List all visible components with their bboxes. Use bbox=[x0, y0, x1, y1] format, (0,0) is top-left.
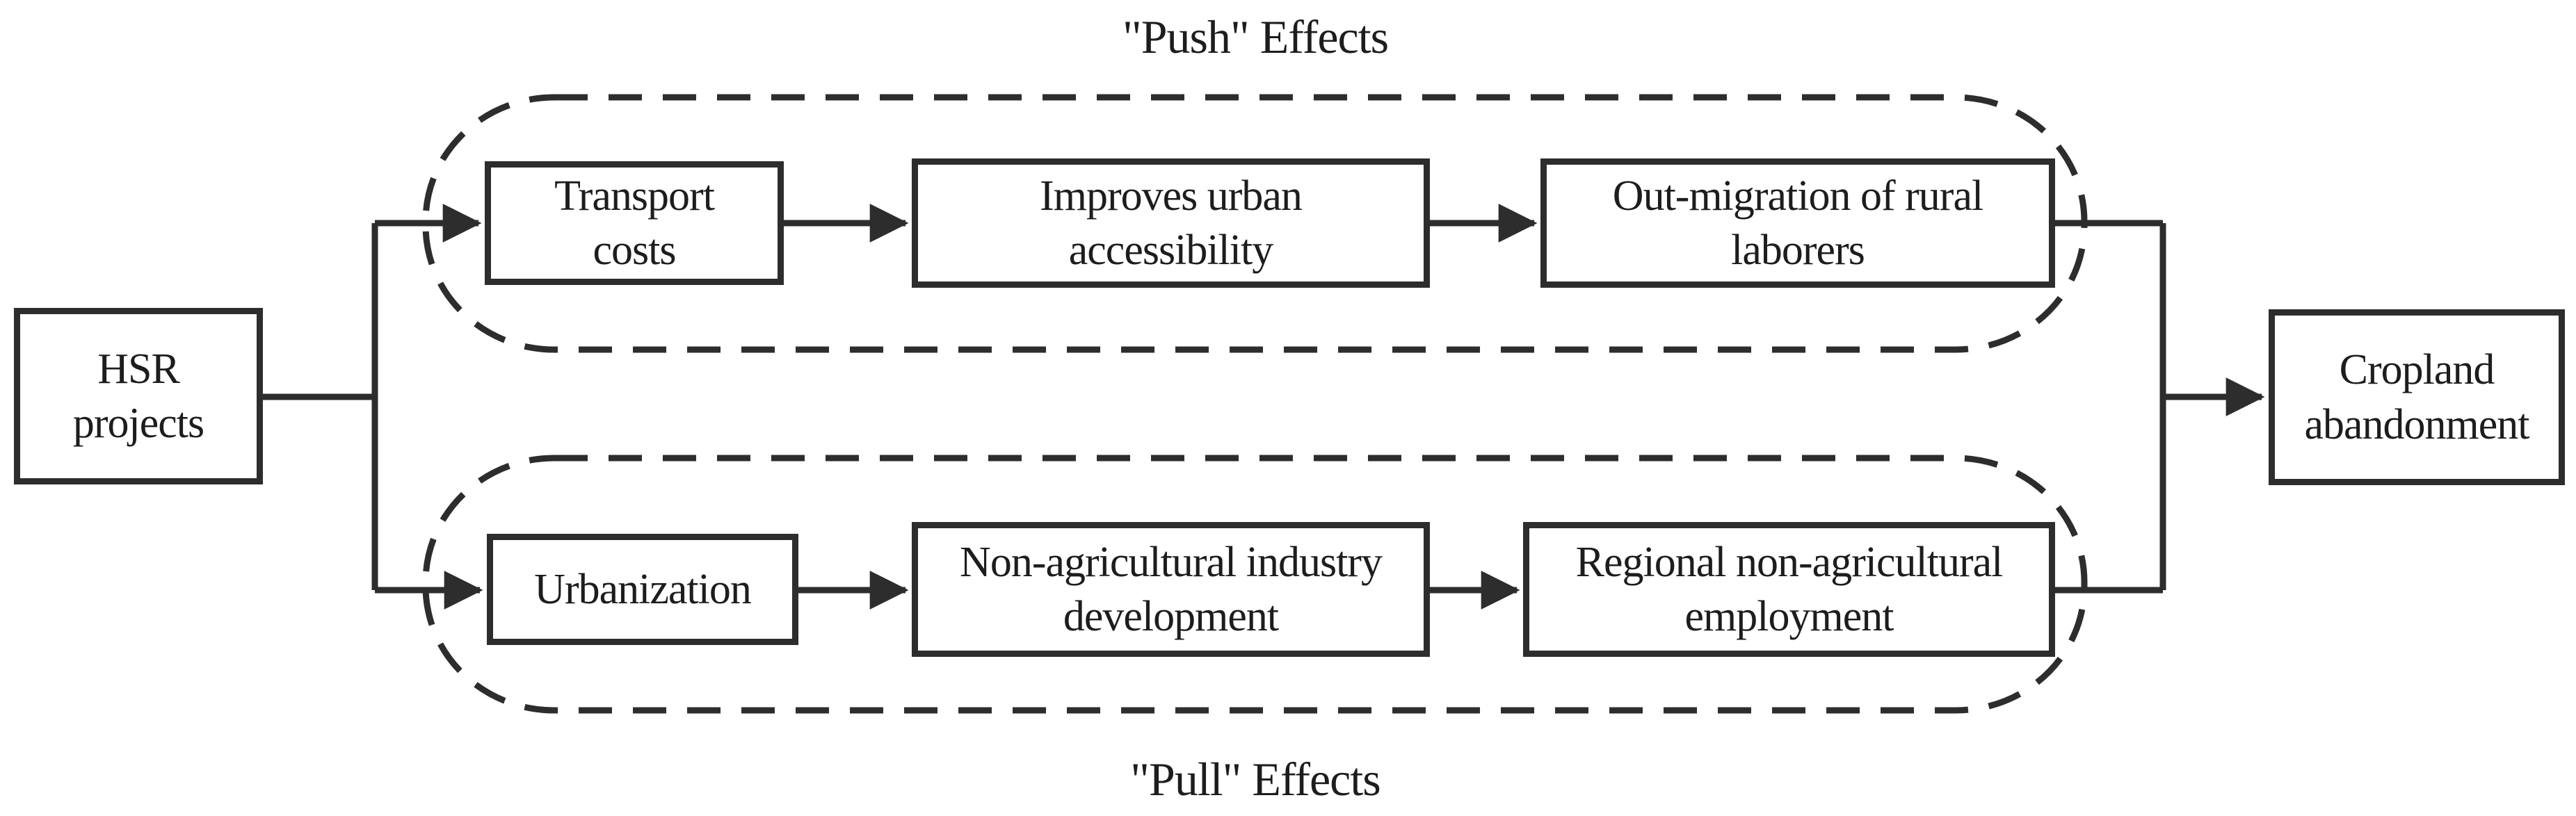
node-nonagricultural-industry-development: Non-agricultural industry development bbox=[912, 522, 1430, 657]
pull-effects-container bbox=[422, 455, 2088, 714]
node-improves-urban-accessibility: Improves urban accessibility bbox=[912, 158, 1430, 288]
pull-effects-title: "Pull" Effects bbox=[1130, 753, 1380, 806]
node-outmigration-rural-laborers: Out-migration of rural laborers bbox=[1540, 158, 2055, 288]
node-regional-nonagricultural-employment: Regional non-agricultural employment bbox=[1523, 522, 2055, 657]
node-cropland-abandonment: Cropland abandonment bbox=[2269, 309, 2565, 485]
node-transport-costs: Transport costs bbox=[485, 161, 784, 285]
node-hsr-projects: HSR projects bbox=[14, 308, 263, 484]
node-urbanization: Urbanization bbox=[487, 534, 798, 645]
push-effects-title: "Push" Effects bbox=[1122, 10, 1389, 63]
